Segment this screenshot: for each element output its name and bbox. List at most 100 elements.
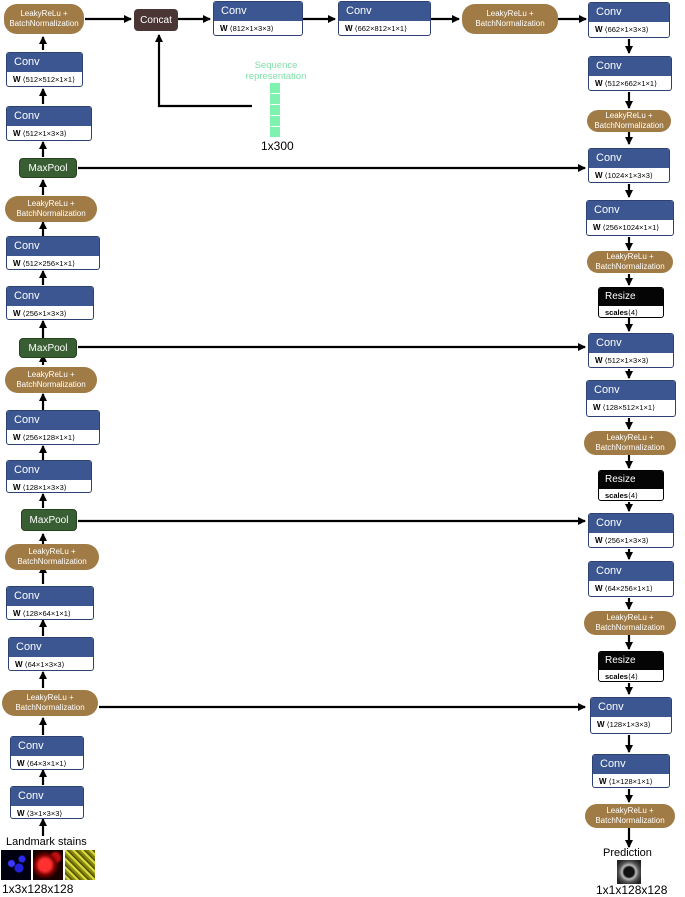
sequence-cell bbox=[270, 105, 280, 115]
conv-weight: W ⟨256×128×1×1⟩ bbox=[13, 433, 76, 442]
sequence-cell bbox=[270, 116, 280, 126]
conv-weight: W ⟨512×1×3×3⟩ bbox=[595, 356, 649, 365]
conv-weight: W ⟨128×64×1×1⟩ bbox=[13, 609, 71, 618]
decoder-leakyrelu-bn: LeakyReLu + BatchNormalization bbox=[587, 110, 671, 132]
decoder-leakyrelu-bn: LeakyReLu + BatchNormalization bbox=[587, 251, 673, 273]
conv-title: Conv bbox=[339, 2, 430, 21]
encoder-conv-10: Conv W ⟨512×512×1×1⟩ bbox=[6, 52, 83, 87]
sequence-cell bbox=[270, 83, 280, 93]
encoder-leakyrelu-bn: LeakyReLu + BatchNormalization bbox=[2, 690, 98, 716]
leakyrelu-label: LeakyReLu + BatchNormalization bbox=[16, 370, 86, 389]
resize-scales: scales⟨4⟩ bbox=[605, 672, 638, 681]
leakyrelu-label: LeakyReLu + BatchNormalization bbox=[15, 693, 85, 712]
encoder-maxpool-1: MaxPool bbox=[21, 509, 77, 531]
conv-title: Conv bbox=[589, 3, 669, 22]
resize-scales: scales⟨4⟩ bbox=[605, 491, 638, 500]
encoder-conv-1: Conv W ⟨3×1×3×3⟩ bbox=[10, 786, 84, 819]
decoder-resize-2: Resize scales⟨4⟩ bbox=[598, 470, 664, 501]
conv-weight: W ⟨64×256×1×1⟩ bbox=[595, 584, 653, 593]
decoder-conv-10: Conv W ⟨1×128×1×1⟩ bbox=[592, 754, 670, 788]
decoder-conv-2: Conv W ⟨512×662×1×1⟩ bbox=[588, 56, 672, 91]
conv-title: Conv bbox=[589, 149, 669, 168]
conv-weight: W ⟨512×512×1×1⟩ bbox=[13, 75, 76, 84]
leakyrelu-label: LeakyReLu + BatchNormalization bbox=[16, 199, 86, 218]
blue-stain-image bbox=[1, 850, 31, 880]
sequence-cell bbox=[270, 127, 280, 137]
decoder-leakyrelu-bn-final: LeakyReLu + BatchNormalization bbox=[585, 804, 675, 828]
conv-weight: W ⟨256×1×3×3⟩ bbox=[595, 536, 649, 545]
encoder-conv-4: Conv W ⟨128×64×1×1⟩ bbox=[6, 586, 94, 620]
leakyrelu-label: LeakyReLu + BatchNormalization bbox=[595, 806, 665, 825]
encoder-conv-2: Conv W ⟨64×3×1×1⟩ bbox=[10, 736, 84, 770]
yellow-stain-image bbox=[65, 850, 95, 880]
decoder-conv-1: Conv W ⟨662×1×3×3⟩ bbox=[588, 2, 670, 38]
encoder-conv-7: Conv W ⟨256×1×3×3⟩ bbox=[6, 286, 94, 320]
conv-weight: W ⟨256×1×3×3⟩ bbox=[13, 309, 67, 318]
encoder-leakyrelu-bn: LeakyReLu + BatchNormalization bbox=[5, 367, 97, 393]
conv-title: Conv bbox=[7, 411, 99, 430]
resize-title: Resize bbox=[599, 652, 663, 670]
red-stain-image bbox=[33, 850, 63, 880]
conv-weight: W ⟨1024×1×3×3⟩ bbox=[595, 171, 653, 180]
conv-title: Conv bbox=[7, 53, 82, 72]
conv-title: Conv bbox=[589, 57, 671, 76]
resize-title: Resize bbox=[599, 288, 663, 306]
conv-weight: W ⟨128×1×3×3⟩ bbox=[13, 483, 67, 492]
top-conv-b: Conv W ⟨662×812×1×1⟩ bbox=[338, 1, 431, 36]
resize-title: Resize bbox=[599, 471, 663, 489]
conv-weight: W ⟨1×128×1×1⟩ bbox=[599, 777, 653, 786]
conv-weight: W ⟨662×812×1×1⟩ bbox=[345, 24, 408, 33]
prediction-image bbox=[617, 860, 641, 884]
conv-title: Conv bbox=[593, 755, 669, 774]
conv-title: Conv bbox=[214, 2, 302, 21]
resize-scales: scales⟨4⟩ bbox=[605, 308, 638, 317]
sequence-label: Sequence representation bbox=[245, 60, 307, 82]
leakyrelu-label: LeakyReLu + BatchNormalization bbox=[9, 9, 79, 28]
conv-weight: W ⟨128×512×1×1⟩ bbox=[593, 403, 656, 412]
conv-title: Conv bbox=[7, 287, 93, 306]
conv-title: Conv bbox=[587, 381, 675, 400]
leakyrelu-label: LeakyReLu + BatchNormalization bbox=[595, 433, 665, 452]
conv-title: Conv bbox=[7, 107, 91, 126]
conv-weight: W ⟨812×1×3×3⟩ bbox=[220, 24, 274, 33]
decoder-resize-1: Resize scales⟨4⟩ bbox=[598, 287, 664, 318]
decoder-conv-9: Conv W ⟨128×1×3×3⟩ bbox=[590, 697, 672, 734]
top-conv-a: Conv W ⟨812×1×3×3⟩ bbox=[213, 1, 303, 36]
conv-weight: W ⟨512×1×3×3⟩ bbox=[13, 129, 67, 138]
conv-title: Conv bbox=[11, 787, 83, 806]
encoder-conv-8: Conv W ⟨512×256×1×1⟩ bbox=[6, 236, 100, 270]
encoder-maxpool-2: MaxPool bbox=[19, 338, 77, 358]
conv-title: Conv bbox=[591, 698, 671, 717]
maxpool-label: MaxPool bbox=[29, 514, 69, 526]
conv-title: Conv bbox=[589, 334, 673, 353]
maxpool-label: MaxPool bbox=[28, 162, 68, 174]
input-title: Landmark stains bbox=[6, 836, 87, 848]
conv-weight: W ⟨512×256×1×1⟩ bbox=[13, 259, 76, 268]
encoder-conv-3: Conv W ⟨64×1×3×3⟩ bbox=[8, 637, 94, 671]
leakyrelu-label: LeakyReLu + BatchNormalization bbox=[595, 252, 665, 271]
concat-node: Concat bbox=[134, 9, 178, 31]
conv-weight: W ⟨662×1×3×3⟩ bbox=[595, 25, 649, 34]
encoder-conv-6: Conv W ⟨256×128×1×1⟩ bbox=[6, 410, 100, 445]
decoder-conv-4: Conv W ⟨256×1024×1×1⟩ bbox=[586, 200, 674, 236]
decoder-conv-7: Conv W ⟨256×1×3×3⟩ bbox=[588, 513, 674, 548]
decoder-conv-8: Conv W ⟨64×256×1×1⟩ bbox=[588, 561, 674, 597]
conv-title: Conv bbox=[589, 562, 673, 581]
decoder-conv-6: Conv W ⟨128×512×1×1⟩ bbox=[586, 380, 676, 417]
conv-title: Conv bbox=[11, 737, 83, 756]
maxpool-label: MaxPool bbox=[28, 342, 68, 354]
leakyrelu-label: LeakyReLu + BatchNormalization bbox=[594, 111, 664, 130]
conv-title: Conv bbox=[7, 237, 99, 256]
decoder-resize-3: Resize scales⟨4⟩ bbox=[598, 651, 664, 682]
conv-title: Conv bbox=[7, 587, 93, 606]
conv-weight: W ⟨64×3×1×1⟩ bbox=[17, 759, 67, 768]
input-shape: 1x3x128x128 bbox=[2, 882, 74, 896]
encoder-conv-9: Conv W ⟨512×1×3×3⟩ bbox=[6, 106, 92, 141]
conv-title: Conv bbox=[589, 514, 673, 533]
encoder-leakyrelu-bn-top: LeakyReLu + BatchNormalization bbox=[4, 4, 84, 34]
conv-weight: W ⟨128×1×3×3⟩ bbox=[597, 720, 651, 729]
conv-weight: W ⟨3×1×3×3⟩ bbox=[17, 809, 63, 818]
leakyrelu-label: LeakyReLu + BatchNormalization bbox=[17, 547, 87, 566]
